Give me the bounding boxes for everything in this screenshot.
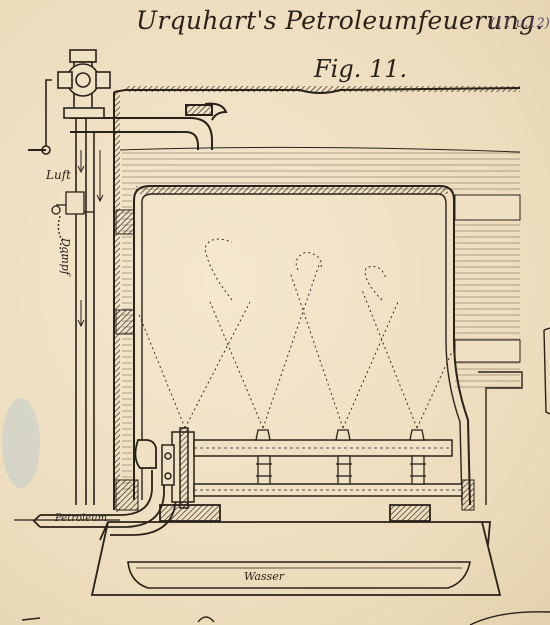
- water-space: [119, 146, 521, 490]
- water-tray: [127, 561, 471, 589]
- burner-manifold: [193, 439, 463, 497]
- side-structure: [478, 327, 550, 505]
- label-wasser: Wasser: [244, 570, 284, 583]
- nozzle-3: [409, 429, 426, 485]
- flame-spray: [137, 238, 453, 429]
- library-stamp: [2, 398, 40, 488]
- next-figure-edge: [21, 611, 550, 625]
- steam-pipe: [75, 92, 104, 505]
- label-dampf: Dampf: [59, 238, 72, 275]
- furnace-wall: [115, 185, 475, 511]
- foundation: [14, 504, 502, 596]
- label-petroleum: Petroleum: [55, 513, 108, 524]
- page-title: Urquhart's Petroleumfeuerung.: [136, 6, 544, 35]
- burner-flange: [161, 427, 195, 509]
- burner-nozzles: [255, 429, 426, 485]
- label-luft: Luft: [46, 168, 71, 182]
- exhaust-elbow: [70, 102, 228, 150]
- air-valve: [51, 191, 94, 259]
- figure-label: Fig. 11.: [314, 55, 408, 83]
- boiler-shell: [113, 86, 521, 512]
- valve-assembly: [28, 49, 111, 155]
- page-subtitle: (11 u.12): [490, 16, 550, 31]
- nozzle-2: [335, 429, 352, 485]
- nozzle-1: [255, 429, 272, 485]
